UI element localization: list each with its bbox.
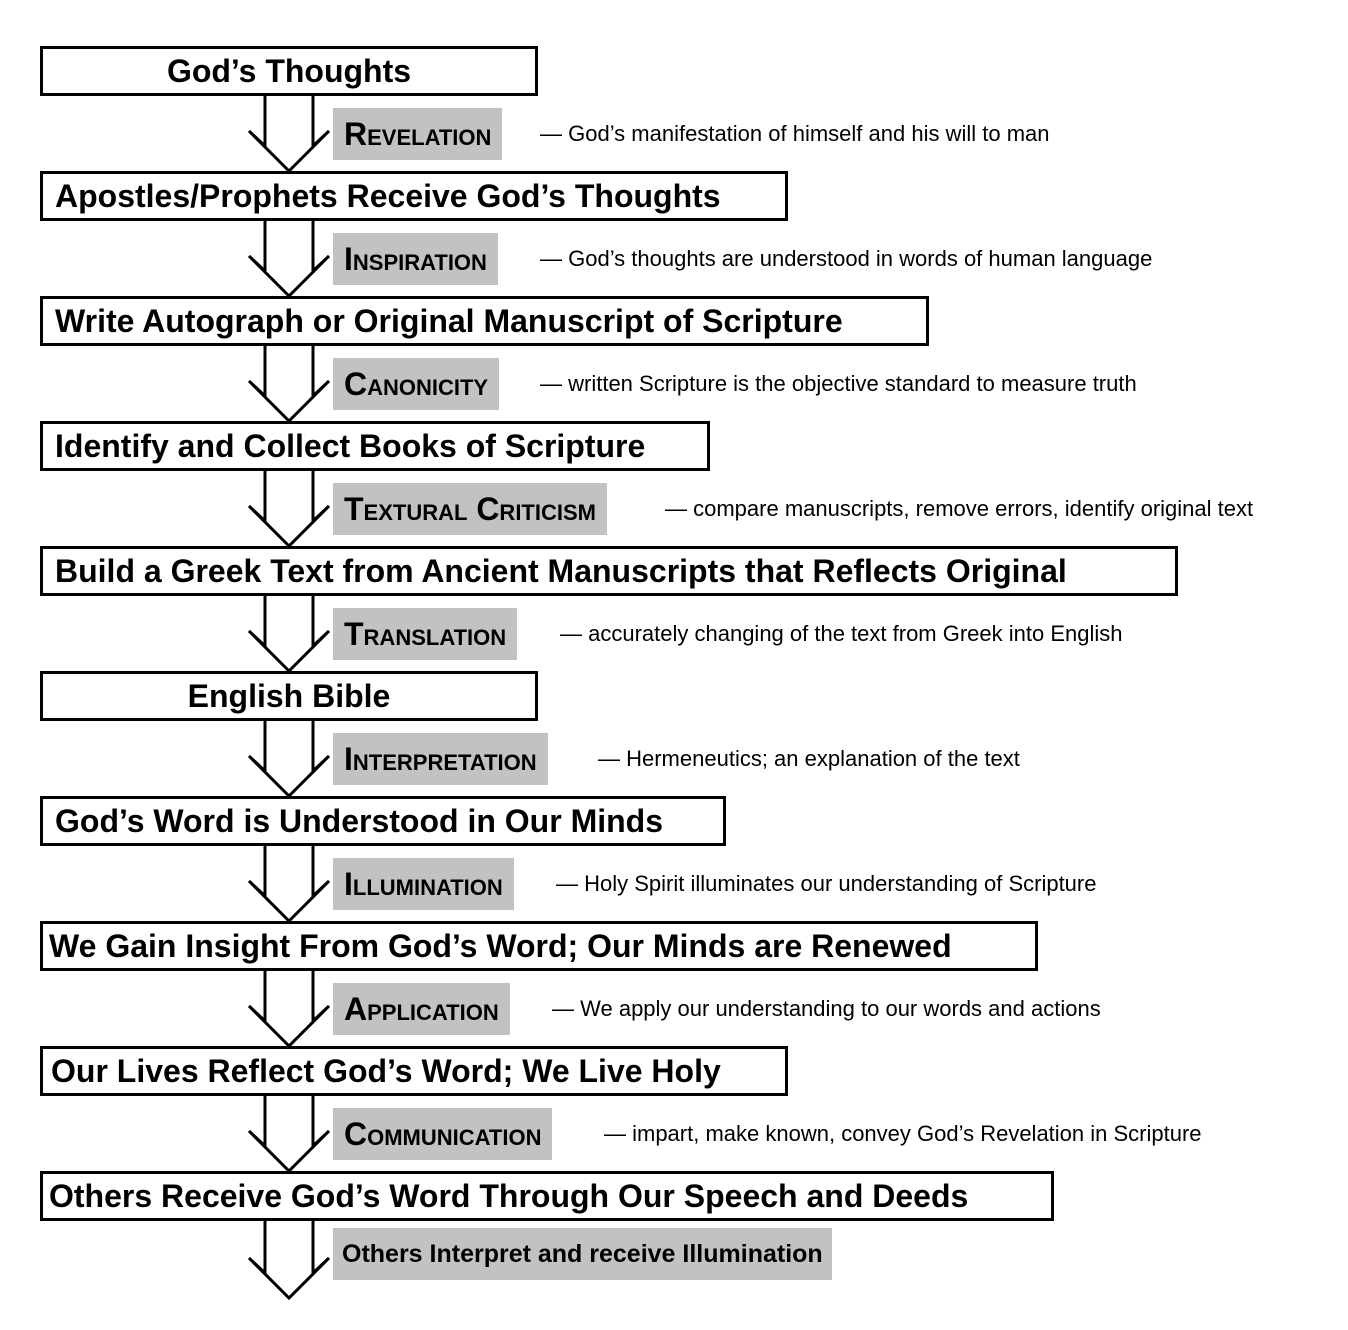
process-canonicity-desc: — written Scripture is the objective sta… <box>540 371 1137 396</box>
process-revelation-label: Revelation <box>333 108 503 160</box>
flow-arrow-3 <box>247 346 331 424</box>
process-textural-criticism-label: Textural Criticism <box>333 483 607 535</box>
process-application-label: Application <box>333 983 510 1035</box>
process-interpretation-label: Interpretation <box>333 733 548 785</box>
stage-understood-in-minds: God’s Word is Understood in Our Minds <box>40 796 726 846</box>
flow-arrow-8 <box>247 971 331 1049</box>
process-interpretation-desc: — Hermeneutics; an explanation of the te… <box>598 746 1020 771</box>
flow-arrow-1 <box>247 96 331 174</box>
process-inspiration-label: Inspiration <box>333 233 498 285</box>
flow-arrow-4 <box>247 471 331 549</box>
stage-identify-collect: Identify and Collect Books of Scripture <box>40 421 710 471</box>
flow-arrow-7 <box>247 846 331 924</box>
stage-apostles-prophets: Apostles/Prophets Receive God’s Thoughts <box>40 171 788 221</box>
final-step-label: Others Interpret and receive Illuminatio… <box>333 1228 832 1280</box>
stage-write-autograph: Write Autograph or Original Manuscript o… <box>40 296 929 346</box>
process-translation-desc: — accurately changing of the text from G… <box>560 621 1123 646</box>
process-illumination-desc: — Holy Spirit illuminates our understand… <box>556 871 1097 896</box>
flow-arrow-6 <box>247 721 331 799</box>
stage-lives-reflect: Our Lives Reflect God’s Word; We Live Ho… <box>40 1046 788 1096</box>
stage-others-receive: Others Receive God’s Word Through Our Sp… <box>40 1171 1054 1221</box>
flow-arrow-2 <box>247 221 331 299</box>
process-textural-criticism-desc: — compare manuscripts, remove errors, id… <box>665 496 1254 521</box>
process-communication-label: Communication <box>333 1108 553 1160</box>
process-inspiration-desc: — God’s thoughts are understood in words… <box>540 246 1153 271</box>
stage-gods-thoughts: God’s Thoughts <box>40 46 538 96</box>
process-illumination-label: Illumination <box>333 858 514 910</box>
process-application-desc: — We apply our understanding to our word… <box>552 996 1101 1021</box>
process-communication-desc: — impart, make known, convey God’s Revel… <box>604 1121 1202 1146</box>
flow-arrow-9 <box>247 1096 331 1174</box>
stage-english-bible: English Bible <box>40 671 538 721</box>
flow-arrow-5 <box>247 596 331 674</box>
stage-build-greek-text: Build a Greek Text from Ancient Manuscri… <box>40 546 1178 596</box>
flow-arrow-10 <box>247 1221 331 1301</box>
process-canonicity-label: Canonicity <box>333 358 500 410</box>
process-revelation-desc: — God’s manifestation of himself and his… <box>540 121 1050 146</box>
stage-gain-insight: We Gain Insight From God’s Word; Our Min… <box>40 921 1038 971</box>
process-translation-label: Translation <box>333 608 518 660</box>
